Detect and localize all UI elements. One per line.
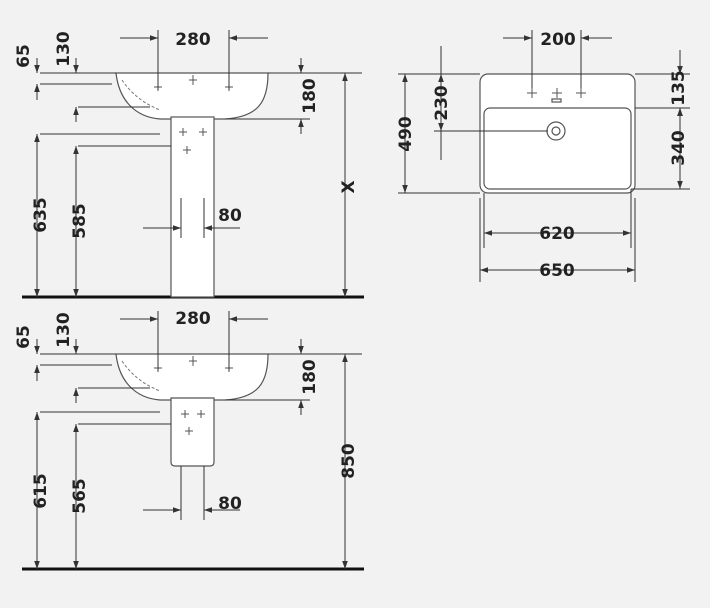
overflow-slot xyxy=(551,98,562,103)
dim-490: 490 xyxy=(396,116,416,152)
basin-bowl-hidden-line xyxy=(121,79,161,111)
dim-180: 180 xyxy=(300,359,320,395)
dim-65: 65 xyxy=(14,325,34,349)
dim-650: 650 xyxy=(539,261,575,281)
dim-180: 180 xyxy=(300,78,320,114)
pedestal-holes-mark xyxy=(179,128,207,154)
full-pedestal xyxy=(170,116,215,298)
dim-585: 585 xyxy=(70,203,90,239)
plan-view: 200 490 230 135 340 620 650 xyxy=(396,30,690,282)
dim-280: 280 xyxy=(175,30,211,50)
dim-635: 635 xyxy=(31,197,51,233)
dim-615: 615 xyxy=(31,473,51,509)
dim-565: 565 xyxy=(70,478,90,514)
dim-200: 200 xyxy=(540,30,576,50)
dim-x: X xyxy=(339,180,359,193)
extension-lines xyxy=(40,30,362,238)
dim-130: 130 xyxy=(54,31,74,67)
dim-280: 280 xyxy=(175,309,211,329)
basin-bowl-hidden-line xyxy=(121,360,161,392)
dim-80: 80 xyxy=(218,494,242,514)
dim-130: 130 xyxy=(54,312,74,348)
pedestal-holes-mark xyxy=(181,410,205,435)
side-view-semi-pedestal: 65 130 280 180 615 565 80 850 xyxy=(14,309,364,571)
drain-inner xyxy=(551,126,561,136)
basin-outline xyxy=(479,73,636,194)
dim-340: 340 xyxy=(669,130,689,166)
dim-620: 620 xyxy=(539,224,575,244)
dim-80: 80 xyxy=(218,206,242,226)
side-view-full-pedestal: 65 130 280 180 635 585 80 X xyxy=(14,30,364,299)
semi-pedestal xyxy=(170,397,215,467)
extension-lines xyxy=(40,311,362,520)
dim-65: 65 xyxy=(14,44,34,68)
tap-holes-mark xyxy=(527,88,586,98)
dim-135: 135 xyxy=(669,70,689,106)
dim-230: 230 xyxy=(432,85,452,121)
dim-850: 850 xyxy=(339,443,359,479)
basin-bowl xyxy=(483,107,632,190)
